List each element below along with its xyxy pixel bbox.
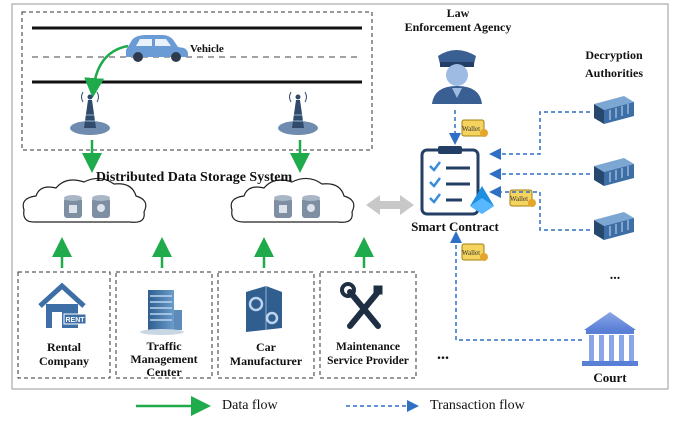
server-icon xyxy=(594,96,634,124)
maintenance-line2: Service Provider xyxy=(327,355,409,367)
legend-transaction-flow-label: Transaction flow xyxy=(430,398,525,413)
house-icon: RENT xyxy=(38,282,87,328)
wallet-text: Wallet xyxy=(462,125,480,133)
provider-box-manufacturer xyxy=(217,271,315,379)
rental-company-label: Rental Company xyxy=(18,340,110,368)
traffic-line1: Traffic xyxy=(146,339,182,353)
traffic-center-label: Traffic Management Center xyxy=(116,340,212,379)
database-icon xyxy=(302,195,320,218)
wallet-text: Wallet xyxy=(510,195,528,203)
manufacturer-line1: Car xyxy=(256,340,276,354)
cloud-right xyxy=(230,177,355,223)
database-icon xyxy=(92,195,110,218)
wallet-icon: Wallet xyxy=(509,189,536,207)
law-label-line1: Law xyxy=(446,6,470,20)
database-icon xyxy=(274,195,292,218)
maintenance-line1: Maintenance xyxy=(336,341,400,353)
manufacturer-line2: Manufacturer xyxy=(229,354,303,368)
cloud-left xyxy=(22,177,147,223)
traffic-line2: Management xyxy=(130,352,198,366)
rent-sign-text: RENT xyxy=(65,317,85,324)
gear-box-icon xyxy=(246,286,282,332)
wrench-icon xyxy=(340,282,383,329)
ellipsis-providers: ... xyxy=(437,346,449,363)
building-icon xyxy=(140,290,184,335)
car-manufacturer-label: Car Manufacturer xyxy=(218,340,314,368)
rental-line1: Rental xyxy=(47,340,81,354)
vehicle-label: Vehicle xyxy=(190,43,224,55)
ellipsis-decryption: ... xyxy=(609,268,621,283)
provider-box-traffic xyxy=(115,271,213,379)
decryption-label: Decryption Authorities xyxy=(564,46,664,82)
decryption-label-line1: Decryption xyxy=(585,48,643,62)
traffic-line3: Center xyxy=(146,365,182,379)
storage-title: Distributed Data Storage System xyxy=(95,170,293,185)
outer-frame xyxy=(11,3,669,390)
decryption-3-arrow xyxy=(489,186,590,231)
court-icon xyxy=(582,312,638,366)
provider-box-rental xyxy=(17,271,111,379)
bidirectional-arrow xyxy=(366,195,414,215)
wallet-text: Wallet xyxy=(462,249,480,257)
court-to-contract-arrow xyxy=(450,231,582,341)
vehicle-to-tower-arrow xyxy=(84,44,129,98)
database-icon xyxy=(64,195,82,218)
tower-icon-left xyxy=(70,91,110,135)
car-icon xyxy=(126,35,188,62)
wallet-icon: Wallet xyxy=(461,243,488,261)
decryption-label-line2: Authorities xyxy=(585,66,643,80)
server-icon xyxy=(594,158,634,186)
court-label: Court xyxy=(593,370,627,385)
wallet-icon: Wallet xyxy=(461,119,488,137)
police-officer-icon xyxy=(432,50,482,104)
server-icon xyxy=(594,212,634,240)
tower-icon-right xyxy=(278,91,318,135)
smart-contract-label: Smart Contract xyxy=(411,219,499,234)
smart-contract-icon xyxy=(420,146,494,216)
decryption-1-arrow xyxy=(489,111,590,160)
law-label: Law Enforcement Agency xyxy=(400,6,516,34)
rental-line2: Company xyxy=(38,354,89,368)
maintenance-label: Maintenance Service Provider xyxy=(320,340,416,368)
legend-data-flow-label: Data flow xyxy=(222,398,278,413)
provider-box-maintenance xyxy=(319,271,417,379)
road-box xyxy=(21,11,373,151)
law-label-line2: Enforcement Agency xyxy=(404,20,512,34)
